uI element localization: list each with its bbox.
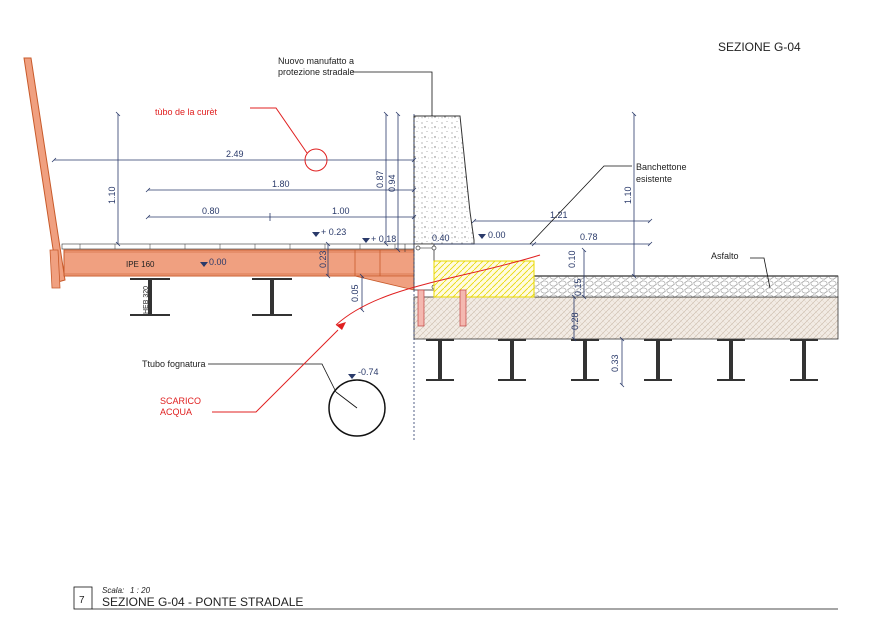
grating-bars [79, 244, 396, 249]
dim-2-49: 2.49 [226, 149, 244, 159]
level-0-00-deck: 0.00 [209, 257, 227, 267]
leader-tubo-curet [250, 107, 308, 154]
leader-tubo-fognatura [208, 363, 337, 393]
level-plus-0-23: + 0.23 [321, 227, 346, 237]
dimension-lines [51, 111, 653, 440]
sheet-number-box [73, 586, 93, 610]
curet-marker [304, 148, 328, 172]
dim-0-05: 0.05 [350, 284, 360, 302]
leader-scarico [212, 329, 339, 413]
dim-0-33: 0.33 [610, 354, 620, 372]
level-plus-0-18: + 0.18 [371, 234, 396, 244]
dim-0-10: 0.10 [567, 250, 577, 268]
label-asfalto: Asfalto [711, 251, 739, 261]
label-nuovo-manufatto-2: protezione stradale [278, 67, 355, 77]
level-0-00-road: 0.00 [488, 230, 506, 240]
concrete-barrier [413, 115, 475, 245]
existing-slab [413, 296, 839, 340]
ipe-160-beam [63, 249, 417, 277]
label-scarico-1: SCARICO [160, 396, 201, 406]
dim-0-23: 0.23 [318, 250, 328, 268]
dim-0-94: 0.94 [387, 174, 397, 192]
existing-kerb [433, 260, 535, 298]
label-nuovo-manufatto-1: Nuovo manufatto a [278, 56, 354, 66]
drawing-title: SEZIONE G-04 [718, 40, 801, 54]
dim-0-78: 0.78 [580, 232, 598, 242]
sheet-number: 7 [79, 595, 85, 606]
dim-0-15: 0.15 [573, 278, 583, 296]
anchor-bar [417, 289, 425, 327]
label-scarico-2: ACQUA [160, 407, 192, 417]
drain-flow-curve [335, 254, 541, 326]
heb-320-beams [130, 278, 292, 316]
road-beams [426, 339, 818, 381]
scale-value: 1 : 20 [130, 586, 151, 595]
label-tubo-curet: tùbo de la curèt [155, 107, 218, 117]
level-minus-0-74: -0.74 [358, 367, 379, 377]
dim-0-87: 0.87 [375, 170, 385, 188]
label-tubo-fognatura: Ttubo fognatura [142, 359, 206, 369]
bolt [431, 245, 437, 251]
leader-banchettone [529, 165, 632, 245]
ipe-label: IPE 160 [126, 260, 155, 269]
leader-nuovo-manufatto [352, 71, 433, 116]
dim-0-40: 0.40 [432, 233, 450, 243]
dim-0-80: 0.80 [202, 206, 220, 216]
dim-1-80: 1.80 [272, 179, 290, 189]
dim-1-00: 1.00 [332, 206, 350, 216]
leader-asfalto [750, 257, 771, 289]
dim-0-28: 0.28 [570, 312, 580, 330]
dim-1-10-right: 1.10 [623, 186, 633, 204]
footer-caption: SEZIONE G-04 - PONTE STRADALE [102, 595, 303, 609]
railing-base [49, 249, 61, 289]
railing-post [23, 57, 66, 283]
dim-1-21: 1.21 [550, 210, 568, 220]
scale-label: Scala: [102, 586, 124, 595]
drain-arrow [336, 322, 346, 330]
level-markers [200, 232, 486, 379]
dim-1-10-left: 1.10 [107, 186, 117, 204]
label-banchettone-2: esistente [636, 174, 672, 184]
heb-label: HEB 320 [143, 286, 150, 314]
end-bracket [354, 275, 415, 291]
label-banchettone-1: Banchettone [636, 162, 687, 172]
bolt [415, 245, 421, 251]
anchor-bar [459, 289, 467, 327]
